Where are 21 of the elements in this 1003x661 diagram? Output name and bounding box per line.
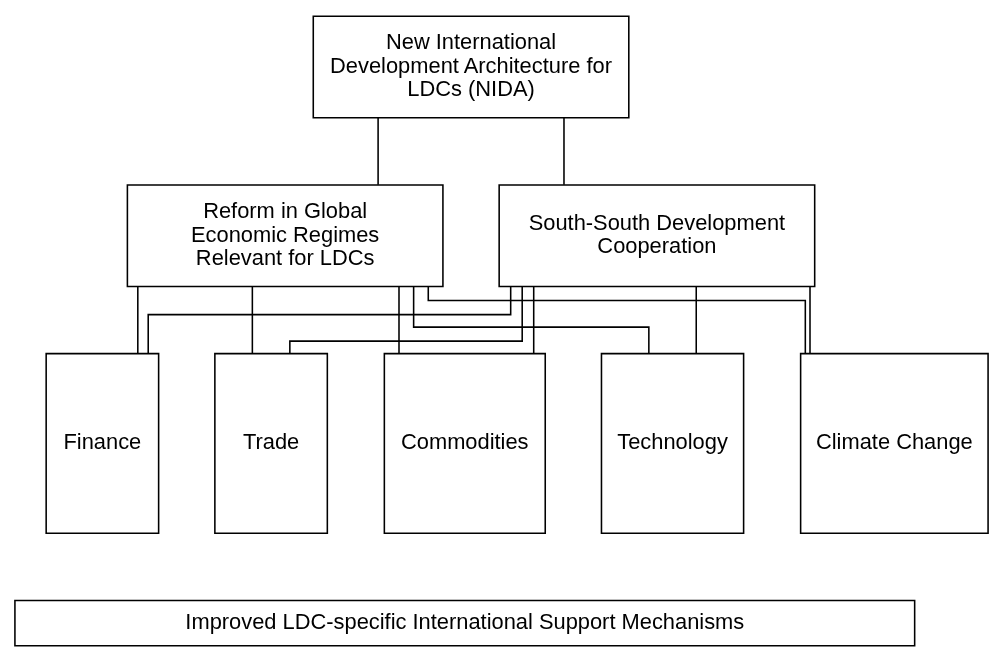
node-box: Commodities xyxy=(383,352,546,534)
connector xyxy=(137,285,139,354)
connector xyxy=(563,116,565,186)
connector xyxy=(412,285,650,354)
node-box: New International Development Architecture for LDCs (NIDA) xyxy=(312,14,630,119)
node-box: Improved LDC-specific International Support Mechanisms xyxy=(14,599,916,647)
connector xyxy=(427,285,807,354)
connector xyxy=(377,116,379,186)
connector xyxy=(147,285,512,354)
node-box: Trade xyxy=(214,352,329,534)
connector xyxy=(695,285,697,354)
node-box: Technology xyxy=(600,352,745,534)
connector xyxy=(398,285,400,354)
connector xyxy=(532,285,535,354)
connector xyxy=(289,285,523,354)
connector xyxy=(251,285,254,354)
node-box: Reform in Global Economic Regimes Relevant for LDCs xyxy=(126,183,444,287)
node-box: South-South Development Cooperation xyxy=(498,183,816,287)
connector xyxy=(809,285,811,354)
node-box: Finance xyxy=(45,352,160,534)
node-box: Climate Change xyxy=(799,352,989,534)
